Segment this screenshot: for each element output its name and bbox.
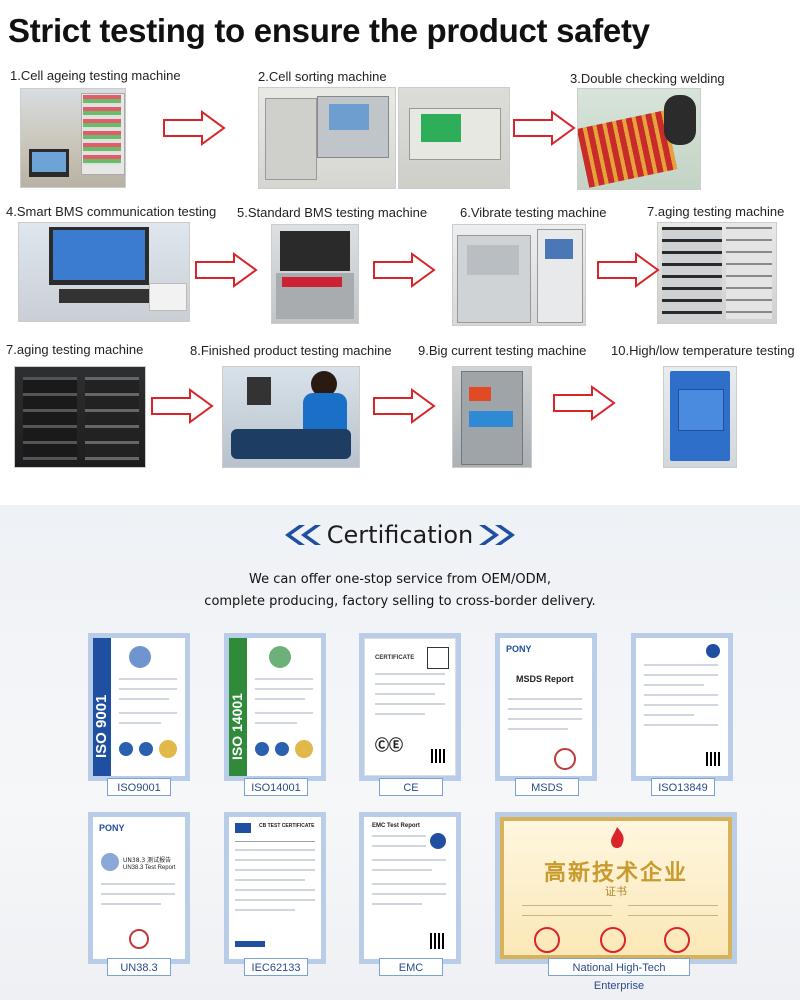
bms-communication-photo [18,222,190,322]
step-label: 6.Vibrate testing machine [460,205,607,220]
certificate-label: ISO13849 [651,778,715,796]
arrow-right-icon [163,110,226,146]
aging-testing-photo-a [657,222,777,324]
step-label: 7.aging testing machine [647,204,785,219]
certificate-msds: PONY MSDS Report [495,633,597,781]
step-label: 8.Finished product testing machine [190,343,392,358]
big-current-photo [452,366,532,468]
certificate-ce: CERTIFICATE ⒸⒺ [359,633,461,781]
iso14001-vertical-text: ISO 14001 [229,693,245,760]
arrow-right-icon [553,385,616,421]
high-tech-subtitle: 证书 [605,885,627,898]
cell-sorting-photo-b [398,87,510,189]
certificate-label: ISO9001 [107,778,171,796]
emc-report-heading: EMC Test Report [372,823,420,829]
certificate-label: ISO14001 [244,778,308,796]
standard-bms-photo [271,224,359,324]
pony-logo: PONY [506,644,532,654]
pony-logo: PONY [99,823,125,833]
step-label: 7.aging testing machine [6,342,144,357]
step-label: 4.Smart BMS communication testing [6,204,217,219]
certification-description-line2: complete producing, factory selling to c… [204,594,596,609]
certificate-label: MSDS [515,778,579,796]
certification-description-line1: We can offer one-stop service from OEM/O… [249,572,551,587]
cell-ageing-photo [20,88,126,188]
certificate-emc: EMC Test Report [359,812,461,964]
arrow-right-icon [373,388,436,424]
arrow-right-icon [597,252,660,288]
arrow-right-icon [373,252,436,288]
cell-sorting-photo-a [258,87,396,189]
arrow-right-icon [513,110,576,146]
double-chevron-left-icon [284,525,321,545]
certificate-label: EMC [379,958,443,976]
high-tech-title: 高新技术企业 [543,861,688,886]
step-label: 1.Cell ageing testing machine [10,68,181,83]
certificate-label: IEC62133 [244,958,308,976]
certificate-label: CE [379,778,443,796]
un-report-title: UN38.3 测试报告 [123,857,172,864]
step-label: 5.Standard BMS testing machine [237,205,428,220]
certification-title: Certification [326,521,474,549]
certificate-iso14001: ISO 14001 [224,633,326,781]
step-label: 9.Big current testing machine [418,343,587,358]
page-title: Strict testing to ensure the product saf… [8,12,650,49]
certificate-label: National High-Tech Enterprise [548,958,690,992]
arrow-right-icon [151,388,214,424]
certificate-un38-3: PONY UN38.3 测试报告 UN38.3 Test Report [88,812,190,964]
double-chevron-right-icon [479,525,516,545]
certificate-iec62133: CB TEST CERTIFICATE [224,812,326,964]
certificate-iso13849 [631,633,733,781]
finished-product-photo [222,366,360,468]
step-label: 10.High/low temperature testing [611,343,795,358]
iso9001-vertical-text: ISO 9001 [93,694,110,758]
temperature-testing-photo [663,366,737,468]
msds-report-heading: MSDS Report [516,674,574,684]
welding-photo [577,88,701,190]
ce-certificate-heading: CERTIFICATE [375,655,415,661]
cb-certificate-heading: CB TEST CERTIFICATE [259,823,315,829]
certification-heading: Certification [0,518,800,552]
certificate-iso9001: ISO 9001 [88,633,190,781]
aging-testing-photo-b [14,366,146,468]
arrow-right-icon [195,252,258,288]
certificate-label: UN38.3 [107,958,171,976]
certificate-national-high-tech: 高新技术企业 证书 [495,812,737,964]
un-report-subtitle: UN38.3 Test Report [123,865,176,871]
step-label: 3.Double checking welding [570,71,725,86]
vibrate-testing-photo [452,224,586,326]
flame-emblem-icon [611,827,624,848]
step-label: 2.Cell sorting machine [258,69,387,84]
